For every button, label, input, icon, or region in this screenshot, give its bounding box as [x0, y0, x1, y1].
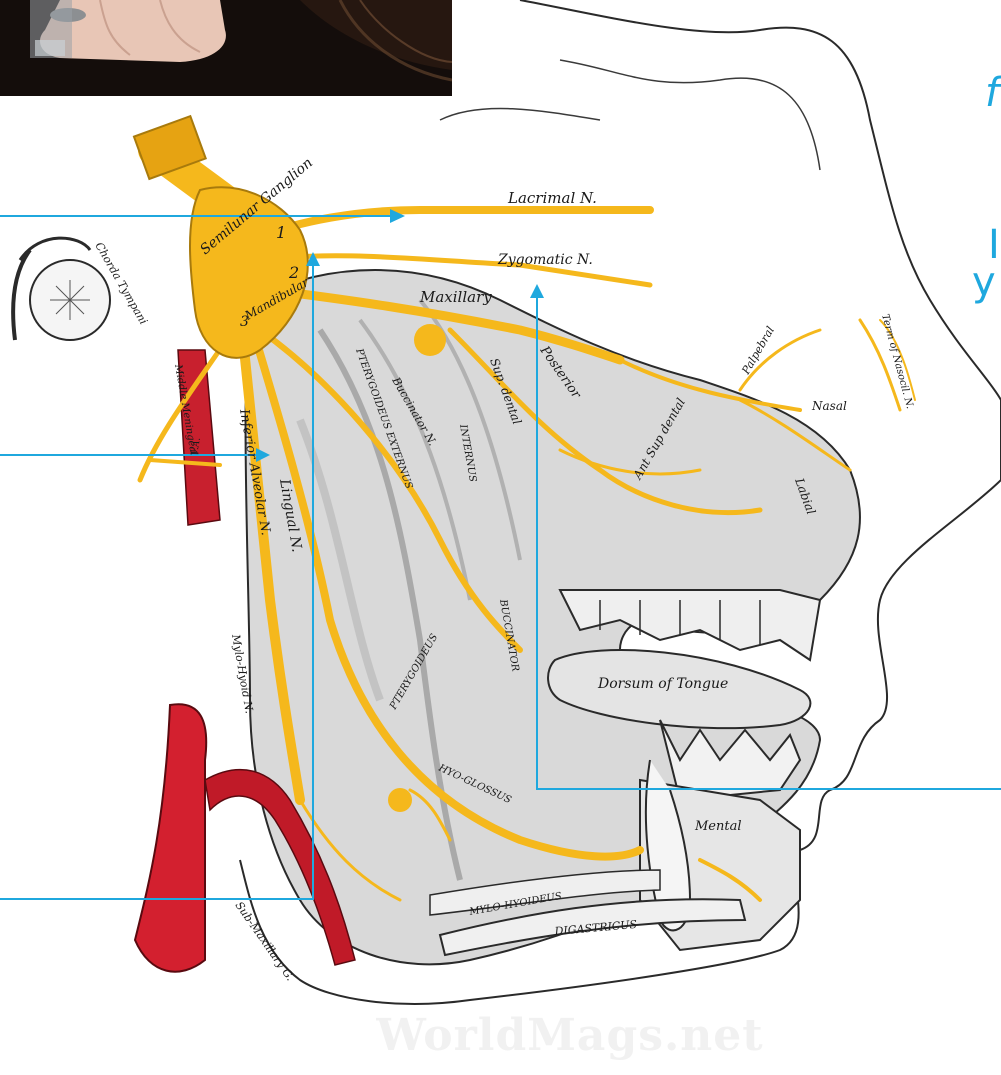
label-term-nasociliary: Term of Nasocil. N. [879, 313, 915, 410]
watermark: WorldMags.net [360, 1010, 780, 1061]
label-maxillary: Maxillary [419, 288, 492, 306]
ear-ossicle [13, 238, 110, 340]
label-1: 1 [276, 223, 286, 242]
label-zygomatic: Zygomatic N. [497, 252, 593, 268]
label-dorsum: Dorsum of Tongue [597, 676, 728, 692]
label-nasal: Nasal [811, 399, 847, 413]
label-lacrimal: Lacrimal N. [507, 189, 597, 207]
ciliary-ganglion [414, 324, 446, 356]
label-sub-maxillary: Sub-Maxillary G. [233, 899, 297, 983]
cutoff-text-f: f [985, 73, 999, 113]
submaxillary-ganglion [388, 788, 412, 812]
label-mental: Mental [694, 819, 742, 834]
cutoff-text-y: y [972, 262, 996, 302]
